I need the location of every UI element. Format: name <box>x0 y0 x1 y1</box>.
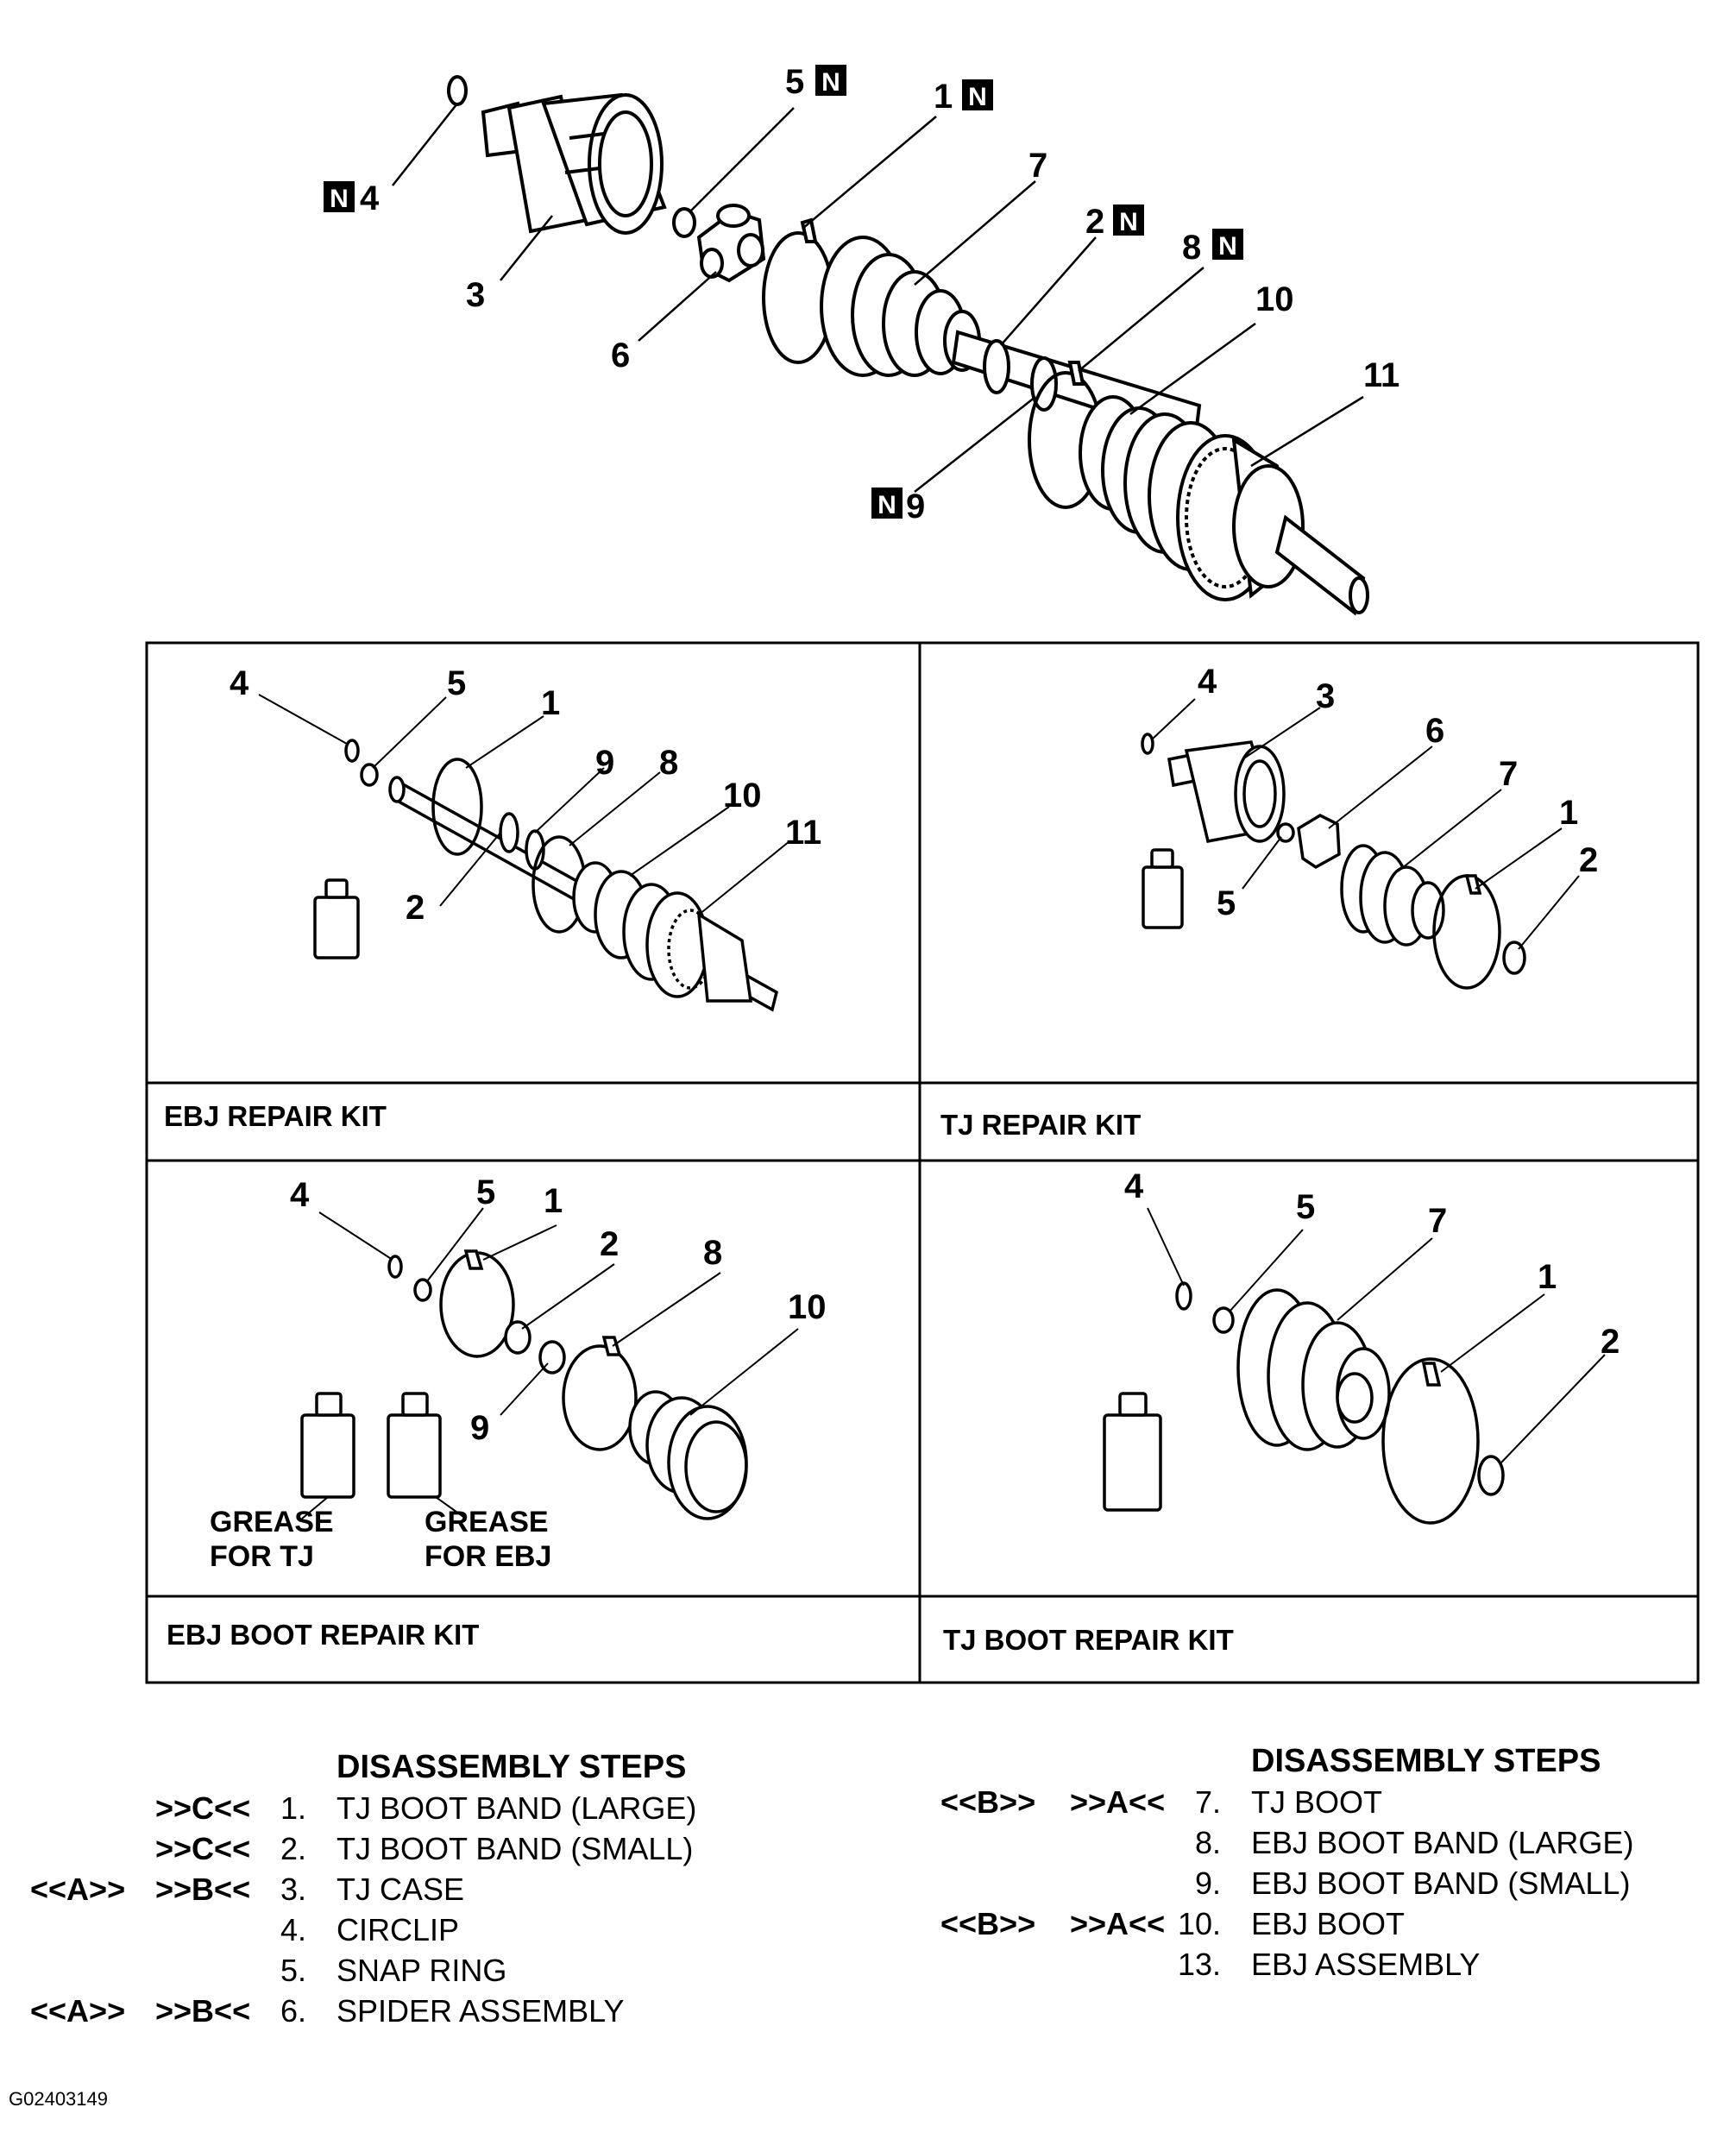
ebj-boot-kit-callout-8: 8 <box>703 1234 722 1272</box>
ebj-boot-kit-callout-2: 2 <box>600 1225 619 1263</box>
tj-boot-repair-kit-panel <box>1103 1281 1505 1525</box>
svg-text:N: N <box>877 491 896 519</box>
ebj-boot-kit-callout-9: 9 <box>470 1409 489 1447</box>
tj-boot-repair-kit-title: TJ BOOT REPAIR KIT <box>943 1624 1234 1656</box>
ebj-boot-repair-kit-panel <box>300 1249 748 1520</box>
tj-kit-callout-2: 2 <box>1579 841 1598 879</box>
tj-boot-kit-callout-1: 1 <box>1538 1258 1557 1296</box>
ebj-kit-callout-2: 2 <box>406 889 425 927</box>
tj-kit-callout-6: 6 <box>1425 712 1444 750</box>
tj-boot-band-small-part <box>983 339 1010 394</box>
grease-bottle-icon <box>1103 1392 1162 1512</box>
svg-text:N: N <box>968 83 987 111</box>
grease-bottle-tj-icon <box>300 1392 355 1499</box>
tj-kit-callout-3: 3 <box>1316 677 1335 715</box>
ebj-kit-callout-8: 8 <box>659 744 678 782</box>
grease-bottle-icon <box>313 878 360 959</box>
tj-case-part <box>481 92 667 235</box>
main-exploded-view <box>447 75 1369 616</box>
grease-tj-label-line2: FOR TJ <box>210 1540 314 1573</box>
callout-8: 8 <box>1182 229 1201 267</box>
kit-panel-grid <box>145 641 1700 1684</box>
main-leader-lines <box>392 103 1364 493</box>
svg-text:N: N <box>1119 208 1138 236</box>
disassembly-steps-right: DISASSEMBLY STEPS <<B>> >>A<< 7. TJ BOOT… <box>940 1743 1634 1982</box>
tj-boot-kit-callout-5: 5 <box>1296 1188 1315 1226</box>
steps-right-heading: DISASSEMBLY STEPS <box>1251 1743 1601 1779</box>
callout-5: 5 <box>785 63 804 101</box>
tj-repair-kit-panel <box>1141 733 1526 990</box>
ebj-boot-kit-callout-5: 5 <box>476 1173 495 1211</box>
callout-11: 11 <box>1363 356 1399 394</box>
callout-7: 7 <box>1028 147 1047 185</box>
tj-boot-kit-callout-2: 2 <box>1601 1323 1620 1361</box>
svg-text:N: N <box>821 68 840 97</box>
disassembly-steps-left: DISASSEMBLY STEPS >>C<< 1. TJ BOOT BAND … <box>30 1749 697 2029</box>
svg-text:N: N <box>1218 232 1237 261</box>
callout-4: 4 <box>360 179 380 217</box>
ebj-assembly-part <box>1176 434 1369 616</box>
main-callouts: 4 3 5 6 1 7 2 8 10 11 9 <box>360 63 1399 525</box>
spider-assembly-part <box>696 204 766 283</box>
tj-kit-callout-5: 5 <box>1217 884 1236 922</box>
n-marks: N N N N N N <box>324 65 1243 519</box>
figure-id: G02403149 <box>9 2088 108 2110</box>
grease-bottle-icon <box>1142 848 1184 929</box>
callout-2: 2 <box>1085 203 1104 241</box>
ebj-repair-kit-title: EBJ REPAIR KIT <box>164 1100 387 1132</box>
grease-bottle-ebj-icon <box>387 1392 442 1499</box>
callout-10: 10 <box>1255 280 1294 318</box>
callout-1: 1 <box>934 78 953 116</box>
ebj-boot-kit-callout-4: 4 <box>290 1176 310 1214</box>
ebj-kit-callout-1: 1 <box>541 684 560 722</box>
callout-6: 6 <box>611 337 630 374</box>
steps-left-heading: DISASSEMBLY STEPS <box>337 1749 687 1785</box>
ebj-kit-callout-5: 5 <box>447 664 466 702</box>
ebj-kit-callout-9: 9 <box>595 744 614 782</box>
grease-ebj-label-line1: GREASE <box>425 1506 549 1538</box>
tj-kit-callout-4: 4 <box>1198 663 1217 701</box>
ebj-kit-callout-10: 10 <box>723 777 762 815</box>
ebj-repair-kit-panel <box>313 739 779 1012</box>
tj-boot-kit-callout-4: 4 <box>1124 1167 1144 1205</box>
tj-repair-kit-title: TJ REPAIR KIT <box>940 1109 1141 1141</box>
circlip-part <box>447 75 468 106</box>
snap-ring-part <box>672 207 696 238</box>
tj-kit-callout-7: 7 <box>1499 755 1518 793</box>
callout-9: 9 <box>906 488 925 525</box>
ebj-boot-kit-callout-1: 1 <box>544 1182 563 1220</box>
tj-boot-kit-callout-7: 7 <box>1428 1202 1447 1240</box>
grease-ebj-label-line2: FOR EBJ <box>425 1540 551 1573</box>
tj-kit-callout-1: 1 <box>1559 794 1578 832</box>
ebj-kit-callout-11: 11 <box>785 814 821 852</box>
grease-tj-label-line1: GREASE <box>210 1506 334 1538</box>
ebj-boot-kit-callout-10: 10 <box>788 1288 827 1326</box>
ebj-kit-callout-4: 4 <box>230 664 249 702</box>
svg-text:N: N <box>330 185 349 213</box>
callout-3: 3 <box>466 276 485 314</box>
ebj-boot-repair-kit-title: EBJ BOOT REPAIR KIT <box>167 1619 479 1651</box>
